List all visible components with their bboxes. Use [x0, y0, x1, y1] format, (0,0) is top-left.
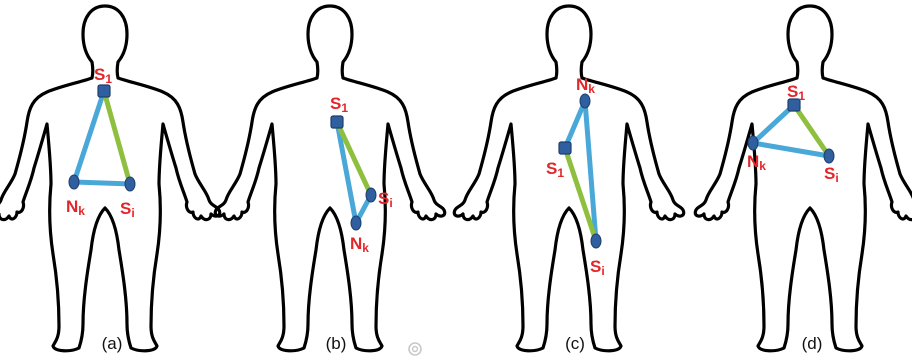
panel-b	[215, 6, 444, 351]
panel-d	[695, 6, 912, 351]
panel-a-label-s1: S1	[94, 66, 112, 85]
panel-a-edge-s1-nk	[74, 91, 104, 182]
panel-b-node-nk	[351, 216, 361, 230]
panel-c-label-s1: S1	[546, 160, 564, 179]
panel-c-body-outline	[454, 6, 683, 351]
panel-c-sensor-s1	[559, 142, 571, 154]
panel-c-label-nk: Nk	[576, 76, 595, 95]
panel-c-node-si	[591, 234, 601, 248]
panel-b-sensor-s1	[331, 116, 343, 128]
panel-d-label-s1: S1	[787, 83, 805, 102]
panel-d-caption: (d)	[782, 334, 842, 354]
panel-a-caption: (a)	[82, 334, 142, 354]
panel-b-node-si	[366, 188, 376, 202]
panel-d-node-nk	[748, 136, 758, 150]
panel-d-body-outline	[695, 6, 912, 351]
panel-b-caption: (b)	[306, 334, 366, 354]
panel-a-label-si: Si	[120, 200, 135, 219]
panel-c-caption: (c)	[545, 334, 605, 354]
panel-b-label-s1: S1	[330, 95, 348, 114]
panel-a-edge-s1-si	[104, 91, 130, 184]
panel-a-sensor-s1	[98, 85, 110, 97]
watermark-icon	[407, 341, 423, 357]
panel-d-label-nk: Nk	[747, 153, 766, 172]
panel-a	[0, 6, 220, 351]
panel-d-node-si	[824, 149, 834, 163]
panel-a-body-outline	[0, 6, 220, 351]
panel-a-edge-nk-si	[74, 182, 130, 184]
panel-d-label-si: Si	[824, 165, 839, 184]
panel-d-edge-s1-si	[794, 105, 829, 156]
panel-b-label-si: Si	[378, 190, 393, 209]
panel-b-body-outline	[215, 6, 444, 351]
panel-b-label-nk: Nk	[350, 235, 369, 254]
panel-a-node-si	[125, 177, 135, 191]
panel-c-edge-s1-nk	[565, 101, 585, 148]
panel-c-node-nk	[580, 94, 590, 108]
panel-c	[454, 6, 683, 351]
panel-a-node-nk	[69, 175, 79, 189]
panel-c-label-si: Si	[590, 258, 605, 277]
panel-a-label-nk: Nk	[66, 198, 85, 217]
